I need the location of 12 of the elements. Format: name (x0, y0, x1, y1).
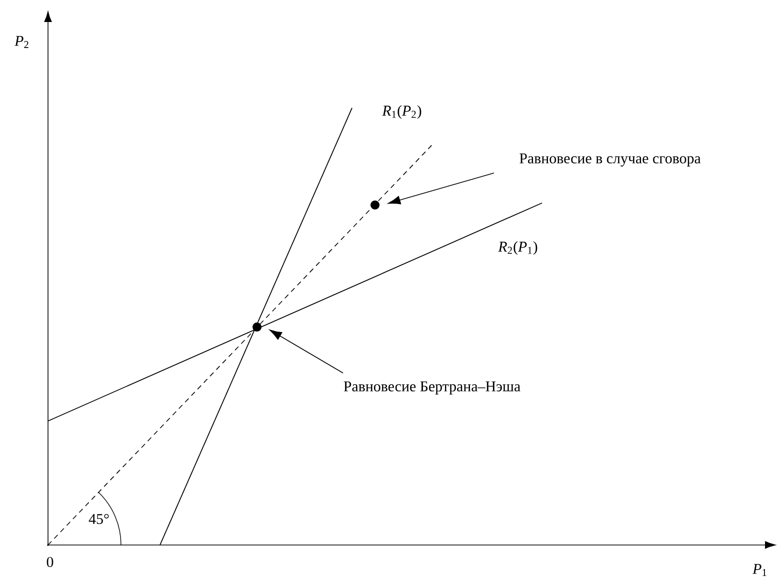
annotation-text: Равновесие в случае сговора (520, 153, 701, 166)
axis-label: P$_{2}$ (14, 36, 28, 48)
equilibrium-point (252, 322, 262, 332)
equilibrium-point (370, 200, 380, 210)
origin-label: 0 (46, 556, 54, 568)
annotation-text: Равновесие Бертрана–Нэша (344, 382, 520, 394)
axis-label: P$_{1}$ (752, 564, 766, 576)
angle-label: 45° (88, 514, 109, 524)
leader-arrow (269, 330, 344, 374)
curve-label: R$_{2}$(P$_{1}$) (498, 241, 538, 255)
curve-label: R$_{1}$(P$_{2}$) (382, 105, 422, 119)
leader-arrow (388, 172, 494, 204)
